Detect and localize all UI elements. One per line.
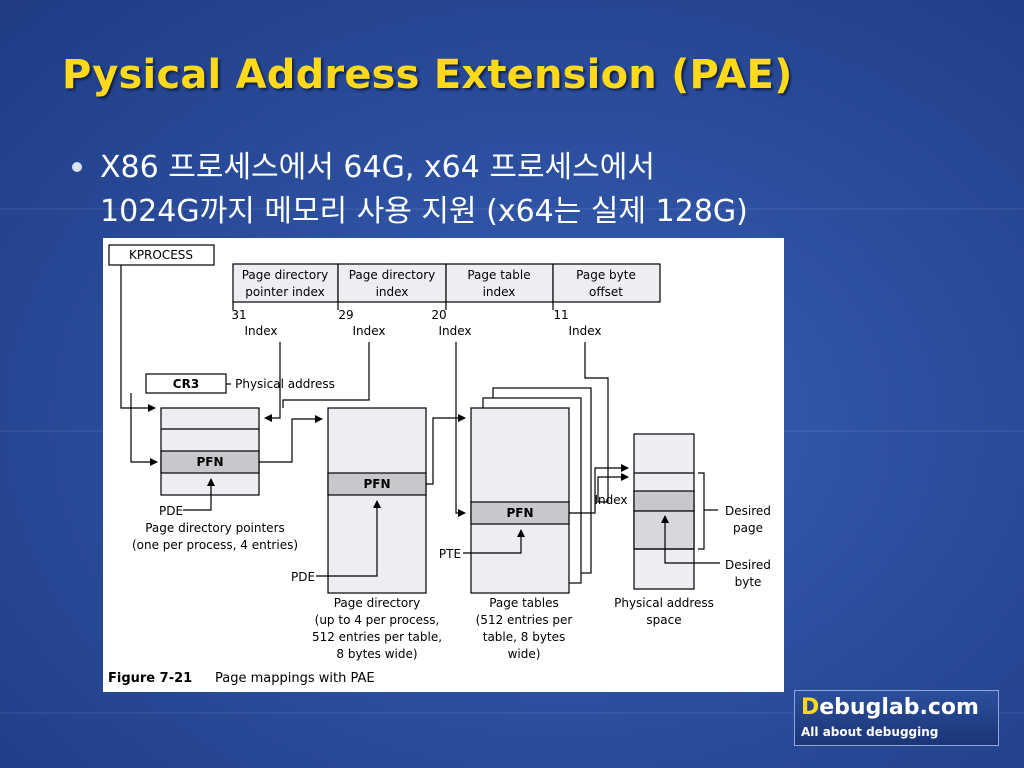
pt-caption-line-3: table, 8 bytes <box>483 630 566 644</box>
bullet-text: X86 프로세스에서 64G, x64 프로세스에서 1024G까지 메모리 사… <box>100 146 950 234</box>
desired-byte-line-2: byte <box>735 575 762 589</box>
bullet-icon <box>72 162 82 172</box>
background-streak <box>0 712 1024 714</box>
virtual-address-bar <box>232 263 661 303</box>
byte-offset-arrow <box>584 342 629 503</box>
pd-caption-line-2: (up to 4 per process, <box>315 613 440 627</box>
pdp-caption-line-2: (one per process, 4 entries) <box>132 538 298 552</box>
page-directory-pointer-table <box>160 407 260 496</box>
phys-caption-line-2: space <box>646 613 681 627</box>
logo-tagline: All about debugging <box>801 725 939 739</box>
desired-page-line-2: page <box>733 521 763 535</box>
figure-number: Figure 7-21 <box>108 671 192 686</box>
physical-address-label: Physical address <box>235 377 335 391</box>
pdp-index-label: Index <box>244 324 277 338</box>
pt-caption-line-1: Page tables <box>489 596 559 610</box>
pd-index-label: Index <box>352 324 385 338</box>
va-field-4-line-2: offset <box>589 285 623 299</box>
pd-pfn-arrow <box>426 414 466 485</box>
bit-label-20: 20 <box>431 308 446 322</box>
bullet-line-2: 1024G까지 메모리 사용 지원 (x64는 실제 128G) <box>100 194 748 229</box>
pdp-index-arrow <box>264 342 281 422</box>
pdp-pfn-arrow <box>259 415 323 463</box>
pt-caption-line-4: wide) <box>508 647 541 661</box>
bit-label-31: 31 <box>231 308 246 322</box>
pd-caption-line-3: 512 entries per table, <box>312 630 442 644</box>
va-field-2-line-2: index <box>376 285 409 299</box>
pde-pointer-label: PDE <box>159 504 183 518</box>
bit-label-11: 11 <box>553 308 568 322</box>
figure-title: Page mappings with PAE <box>215 671 375 686</box>
pt-pfn-label: PFN <box>506 506 533 520</box>
cr3-label: CR3 <box>173 377 199 391</box>
background-streak <box>0 208 1024 210</box>
desired-page-line-1: Desired <box>725 504 771 518</box>
kprocess-arrow <box>120 265 156 412</box>
pae-diagram-figure: KPROCESS CR3 Physical address Page direc… <box>103 238 784 692</box>
va-field-3-line-2: index <box>483 285 516 299</box>
physical-address-space <box>633 433 695 590</box>
pd-index-line <box>282 342 370 408</box>
pt-caption-line-2: (512 entries per <box>476 613 573 627</box>
pae-diagram: KPROCESS CR3 Physical address Page direc… <box>108 244 771 686</box>
va-field-1-line-2: pointer index <box>245 285 325 299</box>
debuglab-logo[interactable]: Debuglab.com All about debugging <box>794 690 999 746</box>
pte-arrow <box>463 529 525 554</box>
desired-byte-arrow <box>661 515 720 564</box>
cr3-arrow <box>130 393 158 466</box>
slide-title: Pysical Address Extension (PAE) <box>62 52 793 98</box>
logo-brand-initial: D <box>801 695 820 720</box>
va-field-1-line-1: Page directory <box>242 268 329 282</box>
kprocess-label: KPROCESS <box>129 248 193 262</box>
pdp-caption-line-1: Page directory pointers <box>145 521 285 535</box>
pt-index-arrow <box>455 342 466 517</box>
pt-index-label: Index <box>438 324 471 338</box>
va-field-4-line-1: Page byte <box>576 268 636 282</box>
byte-index-label: Index <box>568 324 601 338</box>
pd-caption-line-1: Page directory <box>334 596 421 610</box>
logo-brand: Debuglab.com <box>801 695 979 720</box>
pde-directory-label: PDE <box>291 570 315 584</box>
pd-pfn-label: PFN <box>363 477 390 491</box>
pde-directory-arrow <box>316 500 381 577</box>
pte-label: PTE <box>439 547 461 561</box>
va-field-2-line-1: Page directory <box>349 268 436 282</box>
pt-pfn-arrow <box>569 464 629 514</box>
page-tables-stack <box>470 387 592 594</box>
pd-caption-line-4: 8 bytes wide) <box>336 647 417 661</box>
phys-caption-line-1: Physical address <box>614 596 714 610</box>
bullet-line-1: X86 프로세스에서 64G, x64 프로세스에서 <box>100 150 655 185</box>
pde-pointer-arrow <box>183 478 215 511</box>
logo-brand-rest: ebuglab.com <box>819 695 979 720</box>
desired-byte-line-1: Desired <box>725 558 771 572</box>
bit-label-29: 29 <box>338 308 353 322</box>
physical-index-label: Index <box>594 493 627 507</box>
kprocess-box <box>108 244 215 266</box>
desired-page-bracket <box>698 472 705 550</box>
va-field-3-line-1: Page table <box>467 268 530 282</box>
pdp-pfn-label: PFN <box>196 455 223 469</box>
